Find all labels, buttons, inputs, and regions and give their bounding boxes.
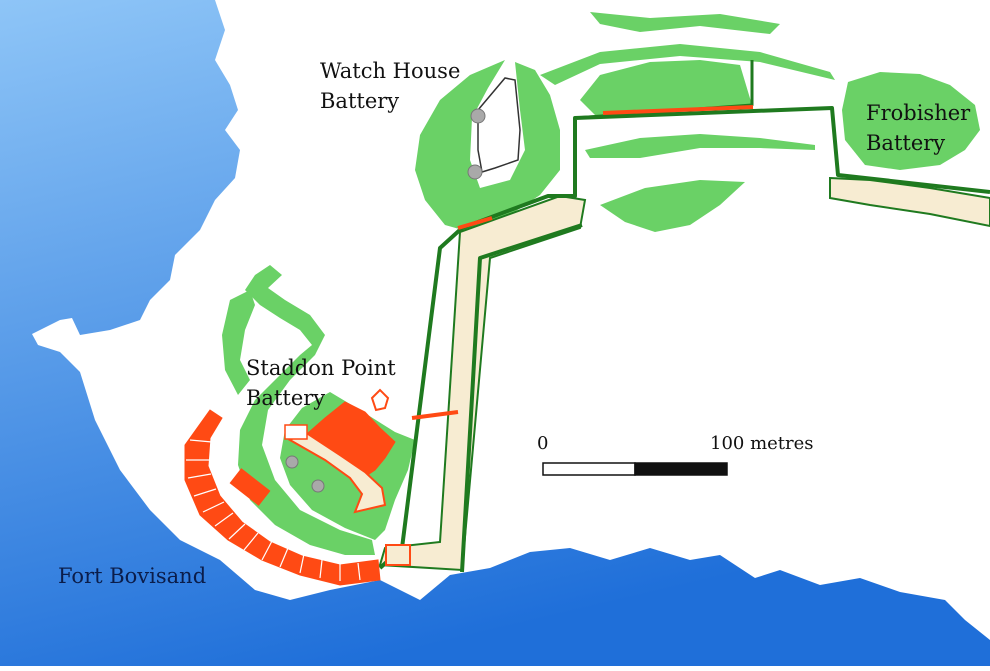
- label-watch-house-line2: Battery: [320, 89, 400, 113]
- southern-earthwork: [600, 180, 745, 232]
- fort-bovisand-block: [229, 468, 271, 506]
- label-fort-bovisand: Fort Bovisand: [58, 564, 207, 588]
- staddon-earthwork-west: [222, 290, 255, 395]
- staddon-gatehouse: [385, 544, 411, 566]
- scale-bar-white: [542, 462, 636, 476]
- watch-house-earthwork: [415, 60, 560, 232]
- staddon-magazine: [370, 388, 390, 412]
- gun-position: [285, 455, 299, 469]
- scale-bar: [542, 462, 728, 476]
- staddon-battery-platform: [287, 430, 387, 514]
- label-staddon-line1: Staddon Point: [246, 356, 396, 380]
- gun-position: [467, 164, 483, 180]
- main-wall: [378, 106, 990, 570]
- scale-end-label: 100 metres: [710, 433, 814, 454]
- gun-positions: [285, 108, 486, 493]
- frobisher-earthwork: [842, 72, 980, 170]
- casemate-segments: [186, 439, 361, 581]
- north-red-line: [602, 105, 754, 115]
- label-staddon-line2: Battery: [246, 386, 326, 410]
- staddon-earthwork-outer: [238, 265, 375, 555]
- inner-wall: [460, 223, 583, 573]
- gun-position: [311, 479, 325, 493]
- ditch-earthwork: [585, 134, 815, 158]
- outer-earthwork-east: [540, 44, 835, 85]
- inner-earthwork: [580, 60, 752, 118]
- label-watch-house-line1: Watch House: [320, 59, 461, 83]
- fort-bovisand-casemates: [184, 409, 381, 586]
- watch-house-outline: [477, 77, 521, 173]
- staddon-red-line: [411, 410, 459, 420]
- staddon-building: [284, 424, 308, 440]
- earthworks: [222, 12, 980, 555]
- gun-position: [470, 108, 486, 124]
- watch-house-red-line: [457, 216, 493, 230]
- outer-earthwork-north: [590, 12, 780, 34]
- scale-bar-black: [634, 462, 728, 476]
- scale-start-label: 0: [537, 433, 549, 454]
- fort-features: [184, 105, 754, 586]
- label-frobisher-line2: Battery: [866, 131, 946, 155]
- label-frobisher-line1: Frobisher: [866, 101, 971, 125]
